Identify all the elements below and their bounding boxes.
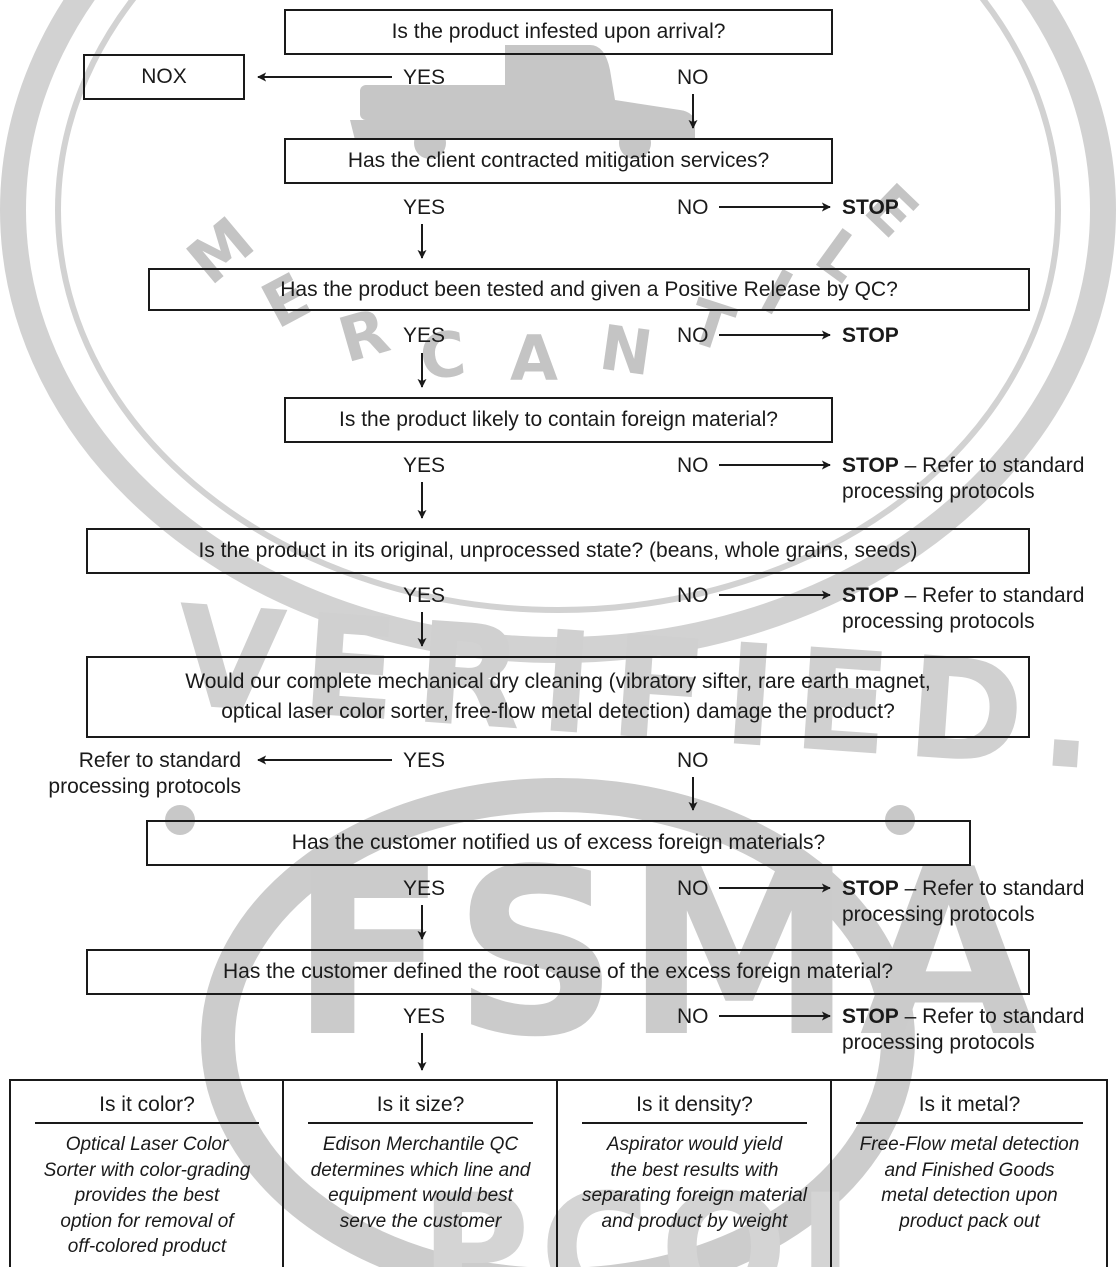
stop-positive-release: STOP xyxy=(842,323,899,349)
question-positive-release: Has the product been tested and given a … xyxy=(148,268,1030,311)
option-color-line: Sorter with color-grading xyxy=(43,1159,251,1181)
option-metal-line: Free-Flow metal detection xyxy=(859,1134,1080,1155)
yes-label-positive-release: YES xyxy=(403,324,446,347)
stop-root-cause: STOP – Refer to standard processing prot… xyxy=(842,1004,1084,1056)
yes-label-customer-notified: YES xyxy=(403,877,446,900)
option-metal-line: metal detection upon xyxy=(881,1185,1058,1206)
yes-label-foreign-material: YES xyxy=(403,454,446,477)
nox-box: NOX xyxy=(83,54,245,100)
stop-mitigation-label: STOP xyxy=(842,196,899,219)
stop-customer-notified-label: STOP xyxy=(842,877,899,900)
refer-protocols-line1: Refer to standard xyxy=(78,749,241,772)
question-foreign-material: Is the product likely to contain foreign… xyxy=(284,397,833,443)
option-density-line: and product by weight xyxy=(601,1210,788,1232)
option-color: Is it color? Optical Laser Color Sorter … xyxy=(11,1080,283,1267)
stop-customer-notified: STOP – Refer to standard processing prot… xyxy=(842,876,1084,928)
no-label-foreign-material: NO xyxy=(677,454,709,477)
option-size-desc: Edison Merchantile QC determines which l… xyxy=(292,1132,549,1234)
question-mitigation: Has the client contracted mitigation ser… xyxy=(284,138,833,184)
no-label-root-cause: NO xyxy=(677,1005,709,1028)
refer-protocols-dry-cleaning: Refer to standard processing protocols xyxy=(10,748,241,800)
yes-label-infested: YES xyxy=(403,66,446,89)
option-density-line: Aspirator would yield xyxy=(606,1134,783,1155)
watermark-fsma: FSMA xyxy=(290,821,1044,1088)
option-size-line: determines which line and xyxy=(310,1159,531,1181)
root-cause-table-frame xyxy=(9,1079,1108,1267)
stop-root-cause-refer: – Refer to standard xyxy=(904,1005,1085,1028)
question-infested-text: Is the product infested upon arrival? xyxy=(391,20,726,43)
refer-protocols-line2: processing protocols xyxy=(48,775,241,798)
question-root-cause: Has the customer defined the root cause … xyxy=(86,949,1030,995)
no-label-infested: NO xyxy=(677,66,709,89)
stop-unprocessed-label: STOP xyxy=(842,584,899,607)
option-metal-desc: Free-Flow metal detection and Finished G… xyxy=(840,1132,1099,1234)
question-dry-cleaning: Would our complete mechanical dry cleani… xyxy=(86,656,1030,738)
stop-foreign-material-protocols: processing protocols xyxy=(842,480,1035,503)
nox-text: NOX xyxy=(141,65,187,88)
yes-label-root-cause: YES xyxy=(403,1005,446,1028)
option-density-line: separating foreign material xyxy=(582,1185,807,1206)
option-size: Is it size? Edison Merchantile QC determ… xyxy=(284,1080,557,1267)
option-size-title: Is it size? xyxy=(308,1092,533,1124)
question-unprocessed-state-text: Is the product in its original, unproces… xyxy=(198,539,918,562)
option-metal: Is it metal? Free-Flow metal detection a… xyxy=(832,1080,1107,1267)
no-label-mitigation: NO xyxy=(677,196,709,219)
question-dry-cleaning-line1: Would our complete mechanical dry cleani… xyxy=(185,670,931,693)
stop-foreign-material: STOP – Refer to standard processing prot… xyxy=(842,453,1084,505)
question-root-cause-text: Has the customer defined the root cause … xyxy=(222,960,894,983)
option-density: Is it density? Aspirator would yield the… xyxy=(558,1080,831,1267)
question-foreign-material-text: Is the product likely to contain foreign… xyxy=(339,408,778,431)
question-customer-notified-text: Has the customer notified us of excess f… xyxy=(291,831,826,854)
yes-label-mitigation: YES xyxy=(403,196,446,219)
watermark-letter-a: A xyxy=(510,322,558,395)
stop-root-cause-protocols: processing protocols xyxy=(842,1031,1035,1054)
stop-foreign-material-label: STOP xyxy=(842,454,899,477)
option-color-title: Is it color? xyxy=(35,1092,259,1124)
question-mitigation-text: Has the client contracted mitigation ser… xyxy=(347,149,770,172)
question-customer-notified: Has the customer notified us of excess f… xyxy=(146,820,971,866)
watermark-pcqi: PCQI xyxy=(420,1163,864,1267)
question-dry-cleaning-line2: optical laser color sorter, free-flow me… xyxy=(221,700,895,723)
option-color-desc: Optical Laser Color Sorter with color-gr… xyxy=(19,1132,275,1260)
stop-positive-release-label: STOP xyxy=(842,324,899,347)
no-label-unprocessed: NO xyxy=(677,584,709,607)
option-color-line: Optical Laser Color xyxy=(65,1134,229,1155)
no-label-positive-release: NO xyxy=(677,324,709,347)
option-density-line: the best results with xyxy=(610,1159,779,1181)
option-metal-title: Is it metal? xyxy=(856,1092,1083,1124)
no-label-customer-notified: NO xyxy=(677,877,709,900)
yes-label-unprocessed: YES xyxy=(403,584,446,607)
stop-unprocessed-protocols: processing protocols xyxy=(842,610,1035,633)
option-color-line: option for removal of xyxy=(60,1210,234,1232)
no-label-dry-cleaning: NO xyxy=(677,749,709,772)
option-density-desc: Aspirator would yield the best results w… xyxy=(566,1132,823,1234)
option-color-line: off-colored product xyxy=(67,1236,227,1257)
stop-unprocessed: STOP – Refer to standard processing prot… xyxy=(842,583,1084,635)
yes-label-dry-cleaning: YES xyxy=(403,749,446,772)
stop-foreign-material-refer: – Refer to standard xyxy=(904,454,1085,477)
option-color-line: provides the best xyxy=(74,1185,220,1206)
stop-customer-notified-refer: – Refer to standard xyxy=(904,877,1085,900)
question-positive-release-text: Has the product been tested and given a … xyxy=(280,277,898,301)
stop-mitigation: STOP xyxy=(842,195,899,221)
option-size-line: Edison Merchantile QC xyxy=(322,1134,519,1155)
question-infested: Is the product infested upon arrival? xyxy=(284,9,833,55)
option-density-title: Is it density? xyxy=(582,1092,807,1124)
option-metal-line: product pack out xyxy=(899,1210,1040,1232)
option-size-line: equipment would best xyxy=(328,1185,513,1206)
question-unprocessed-state: Is the product in its original, unproces… xyxy=(86,528,1030,574)
option-metal-line: and Finished Goods xyxy=(884,1159,1055,1181)
stop-customer-notified-protocols: processing protocols xyxy=(842,903,1035,926)
stop-unprocessed-refer: – Refer to standard xyxy=(904,584,1085,607)
stop-root-cause-label: STOP xyxy=(842,1005,899,1028)
truck-icon xyxy=(350,45,695,159)
option-size-line: serve the customer xyxy=(339,1210,502,1232)
